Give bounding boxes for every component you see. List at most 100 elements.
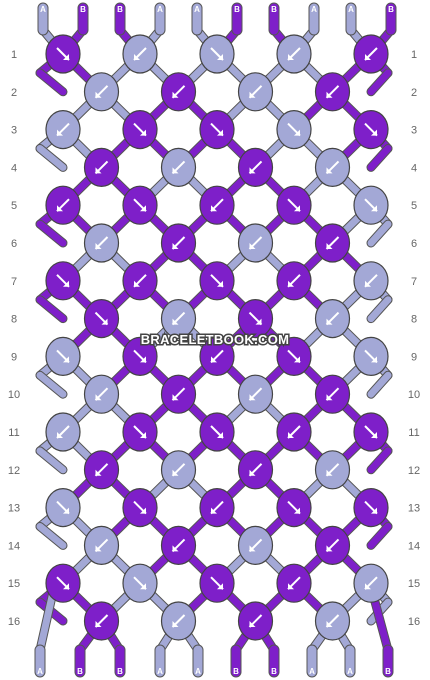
knot — [83, 147, 120, 187]
row-label-right: 4 — [411, 162, 417, 174]
arrow-head-icon — [172, 469, 179, 476]
arrow-head-icon — [249, 243, 256, 249]
knot — [122, 563, 158, 603]
arrow-head-icon — [211, 356, 217, 363]
strand-label: A — [195, 667, 201, 676]
arrow-head-icon — [217, 280, 223, 287]
knot — [45, 412, 81, 452]
knot — [45, 110, 81, 150]
arrow-head-icon — [140, 129, 146, 136]
knot — [199, 185, 235, 225]
thread-edge — [36, 145, 67, 171]
knot — [45, 34, 81, 74]
row-label-right: 6 — [411, 238, 417, 250]
watermark-text: BRACELETBOOK.COM — [141, 332, 290, 347]
arrow-head-icon — [57, 432, 63, 438]
row-label-right: 12 — [408, 465, 420, 477]
strand-label: A — [194, 5, 200, 14]
arrow-head-icon — [371, 432, 377, 438]
knot — [276, 336, 312, 376]
arrow-head-icon — [63, 507, 69, 514]
knot — [237, 525, 274, 566]
knot — [276, 412, 312, 452]
knot — [276, 34, 312, 74]
strand-label: A — [311, 5, 317, 14]
arrow-head-icon — [326, 91, 333, 98]
strand-label: B — [271, 5, 277, 14]
strand-label: B — [233, 667, 239, 676]
knot — [199, 336, 235, 376]
arrow-head-icon — [217, 583, 223, 590]
arrow-head-icon — [288, 54, 294, 60]
strand-label: A — [157, 667, 163, 676]
knot — [314, 525, 351, 566]
arrow-head-icon — [95, 394, 102, 401]
strand-label: B — [234, 5, 240, 14]
row-label-left: 2 — [11, 87, 17, 99]
arrow-head-icon — [326, 243, 333, 249]
row-label-left: 12 — [8, 465, 20, 477]
knot — [353, 185, 389, 225]
arrow-head-icon — [217, 129, 223, 136]
arrow-head-icon — [249, 621, 256, 627]
arrow-head-icon — [326, 394, 333, 401]
arrow-head-icon — [326, 545, 333, 552]
row-label-right: 16 — [408, 616, 420, 628]
strand-label: A — [37, 667, 43, 676]
arrow-head-icon — [326, 469, 333, 476]
arrow-head-icon — [326, 318, 333, 325]
arrow-head-icon — [371, 356, 377, 363]
knot — [160, 374, 197, 414]
thread-edge — [367, 296, 392, 323]
arrow-head-icon — [249, 91, 256, 98]
knot — [160, 450, 197, 490]
arrow-head-icon — [371, 129, 377, 136]
knot — [199, 261, 235, 301]
knot — [83, 450, 120, 490]
knot — [237, 72, 274, 112]
knot — [353, 261, 389, 301]
knot — [276, 110, 312, 150]
thread-edge — [367, 145, 392, 171]
row-label-right: 15 — [408, 578, 420, 590]
knot — [199, 488, 235, 528]
arrow-head-icon — [288, 583, 294, 590]
arrow-head-icon — [140, 432, 146, 438]
knot — [122, 34, 158, 74]
row-label-left: 7 — [11, 276, 17, 288]
arrow-head-icon — [326, 167, 333, 174]
arrow-head-icon — [140, 507, 146, 514]
strand-label: A — [309, 667, 315, 676]
arrow-head-icon — [249, 394, 256, 401]
knot — [45, 185, 81, 225]
knot — [237, 299, 274, 339]
knot — [314, 374, 351, 414]
strand-label: A — [347, 667, 353, 676]
knot — [353, 412, 389, 452]
knot — [237, 374, 274, 414]
knot — [314, 299, 351, 339]
knot — [122, 110, 158, 150]
thread-edge — [367, 69, 392, 96]
knot — [122, 261, 158, 301]
row-label-left: 9 — [11, 351, 17, 363]
arrow-head-icon — [217, 432, 223, 438]
knot — [199, 412, 235, 452]
arrow-head-icon — [326, 621, 333, 627]
knot — [83, 601, 120, 641]
arrow-head-icon — [365, 54, 371, 60]
row-label-right: 14 — [408, 540, 420, 552]
arrow-head-icon — [63, 356, 69, 363]
strand-label: B — [388, 5, 394, 14]
strand-label: A — [157, 5, 163, 14]
arrow-head-icon — [172, 394, 179, 401]
knot — [276, 488, 312, 528]
knot — [83, 374, 120, 414]
arrow-head-icon — [63, 54, 69, 60]
arrow-head-icon — [172, 545, 179, 552]
arrow-head-icon — [140, 583, 146, 590]
knot — [122, 185, 158, 225]
strand-label: B — [117, 5, 123, 14]
arrow-head-icon — [95, 545, 102, 552]
